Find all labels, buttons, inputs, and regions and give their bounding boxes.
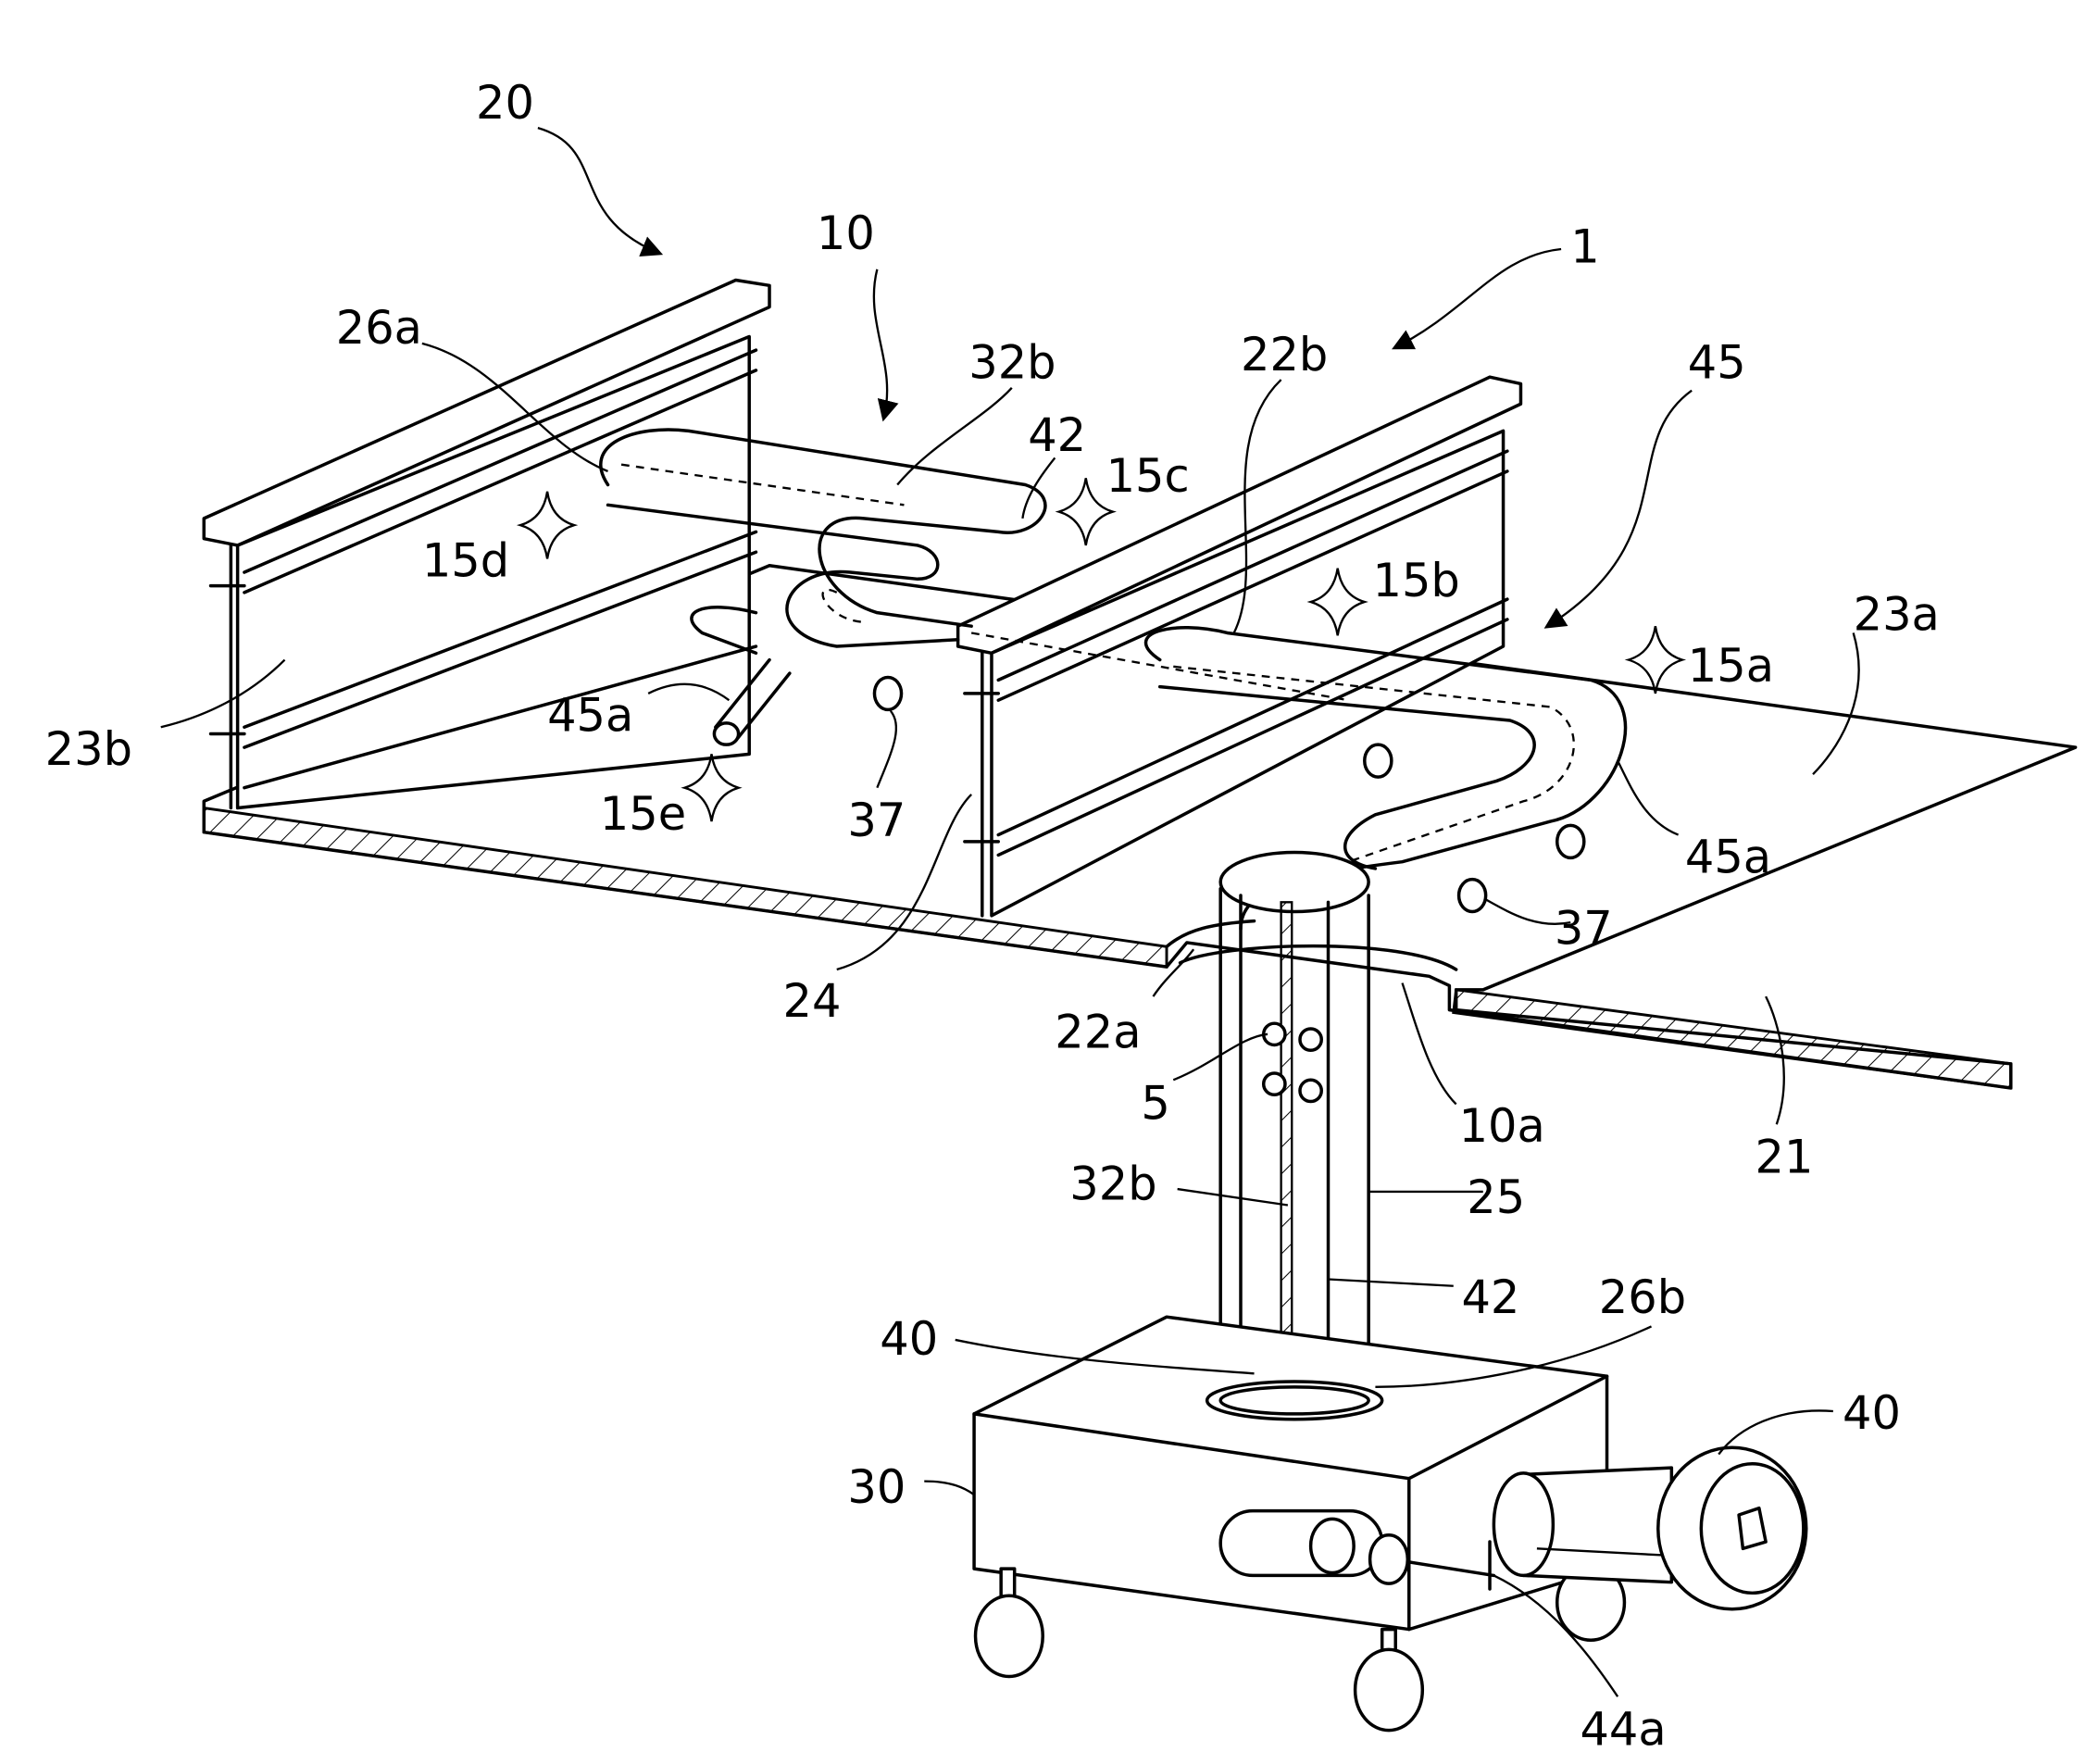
cart bbox=[972, 1315, 1808, 1733]
flexible-tube bbox=[599, 428, 1628, 932]
label-23b: 23b bbox=[45, 722, 132, 776]
label-20: 20 bbox=[476, 76, 534, 130]
label-22b: 22b bbox=[1241, 328, 1328, 382]
label-26b: 26b bbox=[1599, 1270, 1686, 1324]
label-45a-left: 45a bbox=[547, 689, 633, 743]
sparkle-icon bbox=[1055, 478, 1117, 546]
label-40-left: 40 bbox=[880, 1312, 938, 1366]
sparkle-icon bbox=[1624, 626, 1687, 694]
label-26a: 26a bbox=[336, 301, 422, 355]
label-37-right: 37 bbox=[1555, 901, 1613, 955]
label-45a-right: 45a bbox=[1685, 830, 1771, 883]
label-15b: 15b bbox=[1373, 554, 1460, 607]
leader-lines bbox=[160, 127, 1860, 1697]
label-30: 30 bbox=[847, 1460, 906, 1514]
sparkle-icon bbox=[516, 491, 579, 559]
sparkle-icon bbox=[1306, 568, 1368, 636]
label-42-top: 42 bbox=[1028, 408, 1086, 462]
label-25: 25 bbox=[1467, 1170, 1525, 1224]
sparkle-icon bbox=[681, 754, 743, 822]
reference-labels: 20 10 1 26a 32b 42 22b 45 15c 15d 15b 15… bbox=[45, 76, 1940, 1757]
blower bbox=[1492, 1445, 1808, 1611]
label-1: 1 bbox=[1570, 220, 1599, 274]
label-42-mid: 42 bbox=[1461, 1270, 1519, 1324]
label-15e: 15e bbox=[600, 787, 686, 841]
label-44a: 44a bbox=[1580, 1703, 1666, 1757]
label-45: 45 bbox=[1688, 336, 1746, 390]
label-5: 5 bbox=[1141, 1076, 1169, 1130]
label-32b-mid: 32b bbox=[1069, 1157, 1156, 1211]
label-23a: 23a bbox=[1854, 588, 1940, 642]
label-40-right: 40 bbox=[1843, 1386, 1901, 1440]
vertical-duct bbox=[1178, 850, 1458, 1564]
label-32b-top: 32b bbox=[968, 336, 1056, 390]
label-10: 10 bbox=[817, 206, 875, 260]
label-22a: 22a bbox=[1055, 1005, 1141, 1058]
label-10a: 10a bbox=[1459, 1099, 1545, 1153]
label-21: 21 bbox=[1755, 1131, 1814, 1184]
rail-right bbox=[956, 375, 1523, 918]
label-15a: 15a bbox=[1688, 639, 1774, 693]
sparkle-icons bbox=[516, 478, 1687, 822]
label-24: 24 bbox=[783, 974, 842, 1028]
label-15c: 15c bbox=[1106, 449, 1190, 503]
label-37-left: 37 bbox=[847, 794, 906, 847]
rollers bbox=[872, 675, 1586, 914]
rail-left bbox=[202, 278, 771, 810]
label-15d: 15d bbox=[422, 533, 509, 587]
